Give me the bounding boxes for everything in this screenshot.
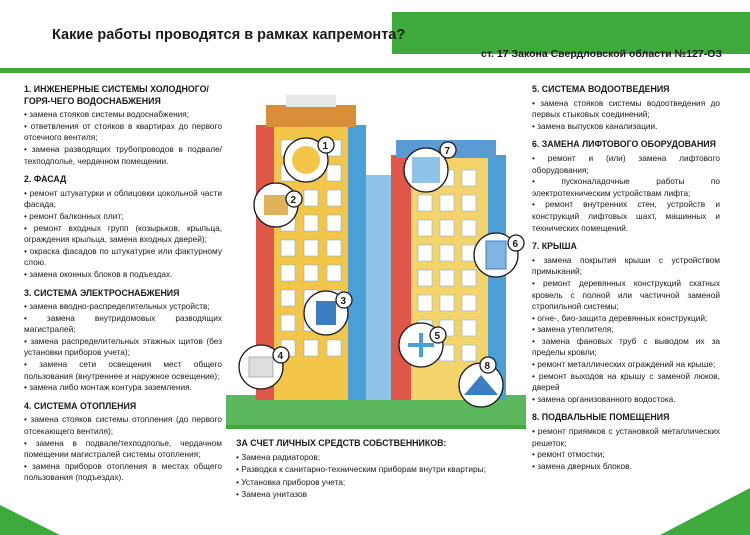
svg-text:7: 7 [445,146,451,157]
section-drainage: 5. СИСТЕМА ВОДООТВЕДЕНИЯ замена стояков … [532,84,720,132]
list-item: огне-, био-защита деревянных конструкций… [532,313,720,325]
header-green-band [392,12,750,54]
list-item: Установка приборов учета; [236,476,516,488]
corner-decoration-right [660,488,750,535]
list-item: окраска фасадов по штукатурке или фактур… [24,246,222,269]
section-facade: 2. ФАСАД ремонт штукатурки и облицовки ц… [24,174,222,280]
list-item: ремонт металлических ограждений на крыше… [532,359,720,371]
list-item: ремонт входных групп (козырьков, крыльца… [24,223,222,246]
section-water-supply: 1. ИНЖЕНЕРНЫЕ СИСТЕМЫ ХОЛОДНОГО/ГОРЯ-ЧЕГ… [24,84,222,167]
list-item: ответвления от стояков в квартирах до пе… [24,121,222,144]
section-title: 1. ИНЖЕНЕРНЫЕ СИСТЕМЫ ХОЛОДНОГО/ГОРЯ-ЧЕГ… [24,84,209,106]
callout-8: 8 [458,356,504,408]
list-item: Разводка к санитарно-техническим прибора… [236,463,516,475]
section-title: 7. КРЫША [532,241,577,252]
section-electricity: 3. СИСТЕМА ЭЛЕКТРОСНАБЖЕНИЯ замена вводн… [24,288,222,394]
section-title: 2. ФАСАД [24,174,67,185]
owners-box: ЗА СЧЕТ ЛИЧНЫХ СРЕДСТВ СОБСТВЕННИКОВ: За… [226,425,526,535]
list-item: замена дверных блоков. [532,461,720,473]
list-item: замена организованного водостока. [532,394,720,406]
svg-text:5: 5 [435,331,441,342]
corner-decoration-left [0,505,60,535]
list-item: замена внутридомовых разводящих магистра… [24,313,222,336]
section-title: 4. СИСТЕМА ОТОПЛЕНИЯ [24,400,137,411]
list-item: замена фановых труб с выводом их за пред… [532,336,720,359]
svg-text:6: 6 [513,239,519,250]
page-title: Какие работы проводятся в рамках капремо… [52,27,406,43]
list-item: Замена радиаторов; [236,451,516,463]
header: Какие работы проводятся в рамках капремо… [0,0,750,68]
list-item: замена утеплителя; [532,324,720,336]
callout-6: 6 [473,232,525,278]
list-item: замена сети освещения мест общего пользо… [24,359,222,382]
list-item: замена распределительных этажных щитов (… [24,336,222,359]
list-item: замена стояков системы отопления (до пер… [24,414,222,437]
list-item: замена выпусков канализации. [532,121,720,133]
list-item: ремонт внутренних стен, устройств и конс… [532,199,720,234]
section-heating: 4. СИСТЕМА ОТОПЛЕНИЯ замена стояков сист… [24,401,222,484]
right-column: 5. СИСТЕМА ВОДООТВЕДЕНИЯ замена стояков … [532,84,720,479]
list-item: пусконаладочные работы по электротехниче… [532,176,720,199]
list-item: ремонт балконных плит; [24,211,222,223]
svg-text:4: 4 [278,351,284,362]
callout-1: 1 [283,136,335,183]
list-item: ремонт выходов на крышу с заменой люков,… [532,371,720,394]
buildings-illustration: 1 2 3 4 5 6 7 8 [226,95,526,425]
svg-text:1: 1 [323,141,329,152]
list-item: замена покрытия крыши с устройством прим… [532,255,720,278]
section-elevator: 6. ЗАМЕНА ЛИФТОВОГО ОБОРУДОВАНИЯ ремонт … [532,139,720,234]
section-title: 8. ПОДВАЛЬНЫЕ ПОМЕЩЕНИЯ [532,412,670,423]
list-item: замена стояков системы водоснабжения; [24,109,222,121]
svg-text:3: 3 [341,296,347,307]
list-item: ремонт отмостки; [532,449,720,461]
list-item: замена либо монтаж контура заземления. [24,382,222,394]
section-title: 3. СИСТЕМА ЭЛЕКТРОСНАБЖЕНИЯ [24,287,180,298]
section-basement: 8. ПОДВАЛЬНЫЕ ПОМЕЩЕНИЯ ремонт приямков … [532,412,720,472]
list-item: ремонт штукатурки и облицовки цокольной … [24,188,222,211]
section-title: 5. СИСТЕМА ВОДООТВЕДЕНИЯ [532,84,670,94]
list-item: ремонт и (или) замена лифтового оборудов… [532,153,720,176]
section-title: 6. ЗАМЕНА ЛИФТОВОГО ОБОРУДОВАНИЯ [532,139,716,150]
list-item: замена в подвале/техподполье, чердачном … [24,438,222,461]
section-roof: 7. КРЫША замена покрытия крыши с устройс… [532,241,720,405]
callout-7: 7 [403,141,457,193]
header-rule [0,68,750,73]
callout-4: 4 [238,344,290,390]
list-item: ремонт приямков с установкой металлическ… [532,426,720,449]
svg-text:2: 2 [291,195,297,206]
list-item: замена приборов отопления в местах общег… [24,461,222,484]
callout-2: 2 [253,182,303,228]
list-item: замена стояков системы водоотведения до … [532,98,720,121]
owners-title: ЗА СЧЕТ ЛИЧНЫХ СРЕДСТВ СОБСТВЕННИКОВ: [236,438,447,448]
left-column: 1. ИНЖЕНЕРНЫЕ СИСТЕМЫ ХОЛОДНОГО/ГОРЯ-ЧЕГ… [24,84,222,491]
list-item: замена вводно-распределительных устройст… [24,301,222,313]
list-item: ремонт деревянных конструкций скатных кр… [532,278,720,313]
list-item: замена разводящих трубопроводов в подвал… [24,144,222,167]
law-reference: ст. 17 Закона Свердловской области №127-… [481,48,722,60]
list-item: замена оконных блоков в подъездах. [24,269,222,281]
list-item: Замена унитазов [236,488,516,500]
svg-text:8: 8 [485,361,491,372]
callout-5: 5 [398,322,447,368]
callout-3: 3 [303,290,353,336]
